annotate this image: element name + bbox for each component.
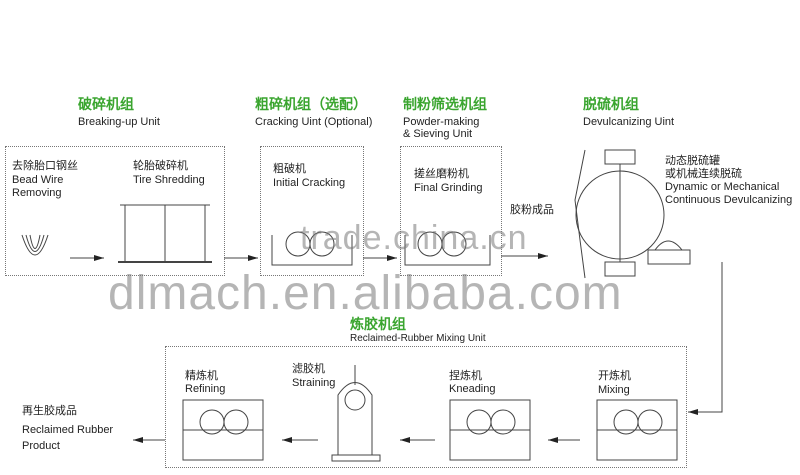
dynamic-en1: Dynamic or Mechanical — [665, 181, 780, 193]
cracking-unit-box — [260, 146, 364, 276]
mixing-cn: 开炼机 — [598, 370, 631, 382]
refining-en: Refining — [185, 383, 226, 395]
mixing-unit-title-en: Reclaimed-Rubber Mixing Unit — [350, 333, 486, 344]
product-en1: Reclaimed Rubber — [22, 424, 114, 436]
refining-cn: 精炼机 — [185, 370, 218, 382]
initial-cn: 粗破机 — [273, 163, 306, 175]
shredder-icon — [118, 204, 212, 263]
bead-cn: 去除胎口钢丝 — [12, 160, 78, 172]
breaking-unit-title-cn: 破碎机组 — [78, 96, 134, 112]
mixing-unit-title-cn: 炼胶机组 — [350, 316, 406, 332]
straining-cn: 滤胶机 — [292, 363, 325, 375]
mill-icons — [182, 365, 678, 462]
shred-en: Tire Shredding — [133, 174, 205, 186]
bead-en2: Removing — [12, 187, 62, 199]
product-en2: Product — [22, 440, 60, 452]
final-en: Final Grinding — [414, 182, 483, 194]
powder-product-cn: 胶粉成品 — [510, 204, 554, 216]
cracking-unit-title-en: Cracking Uint (Optional) — [255, 116, 373, 128]
mixing-unit-box — [165, 346, 687, 468]
straining-en: Straining — [292, 377, 336, 389]
shred-cn: 轮胎破碎机 — [133, 160, 188, 172]
strainer-icon — [331, 365, 381, 462]
devulcanizing-tank-icon — [574, 149, 691, 279]
breaking-unit-box — [5, 146, 225, 276]
powder-unit-title-en1: Powder-making — [403, 116, 480, 128]
grinder-icon — [404, 231, 491, 266]
devulc-unit-title-en: Devulcanizing Uint — [583, 116, 675, 128]
powder-unit-box — [400, 146, 502, 276]
cracker-icon — [271, 231, 353, 266]
dynamic-cn2: 或机械连续脱硫 — [665, 168, 742, 180]
final-cn: 搓丝磨粉机 — [414, 168, 469, 180]
powder-unit-title-cn: 制粉筛选机组 — [403, 96, 487, 112]
tire-bead-icon — [21, 234, 49, 256]
cracking-unit-title-cn: 粗碎机组（选配） — [255, 96, 367, 112]
mixing-en: Mixing — [598, 384, 630, 396]
powder-unit-title-en2: & Sieving Unit — [403, 128, 473, 140]
kneading-cn: 捏炼机 — [449, 370, 482, 382]
dynamic-cn1: 动态脱硫罐 — [665, 155, 720, 167]
watermark-alibaba: dlmach.en.alibaba.com — [108, 267, 623, 320]
product-cn: 再生胶成品 — [22, 405, 77, 417]
initial-en: Initial Cracking — [273, 177, 346, 189]
watermark-trade-china: trade.china.cn — [300, 219, 528, 257]
flow-arrows — [70, 253, 723, 443]
dynamic-en2: Continuous Devulcanizing — [665, 194, 793, 206]
devulc-unit-title-cn: 脱硫机组 — [583, 96, 639, 112]
bead-en1: Bead Wire — [12, 174, 64, 186]
kneading-en: Kneading — [449, 383, 496, 395]
breaking-unit-title-en: Breaking-up Unit — [78, 116, 160, 128]
